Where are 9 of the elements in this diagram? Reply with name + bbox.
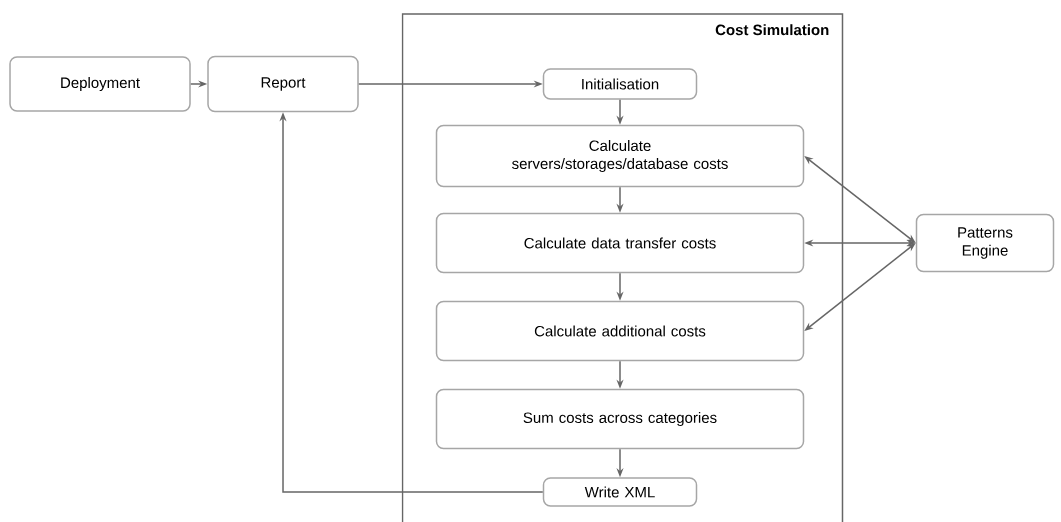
process-box: Calculate servers/storages/database costs [435, 124, 805, 188]
process-box: Initialisation [542, 68, 698, 100]
process-box: Calculate additional costs [435, 300, 805, 362]
process-box: Deployment [9, 56, 191, 112]
process-box: Patterns Engine [915, 213, 1055, 273]
process-box: Write XML [542, 477, 698, 507]
process-box: Report [207, 55, 359, 113]
process-box: Sum costs across categories [435, 388, 805, 450]
process-box: Calculate data transfer costs [435, 212, 805, 274]
